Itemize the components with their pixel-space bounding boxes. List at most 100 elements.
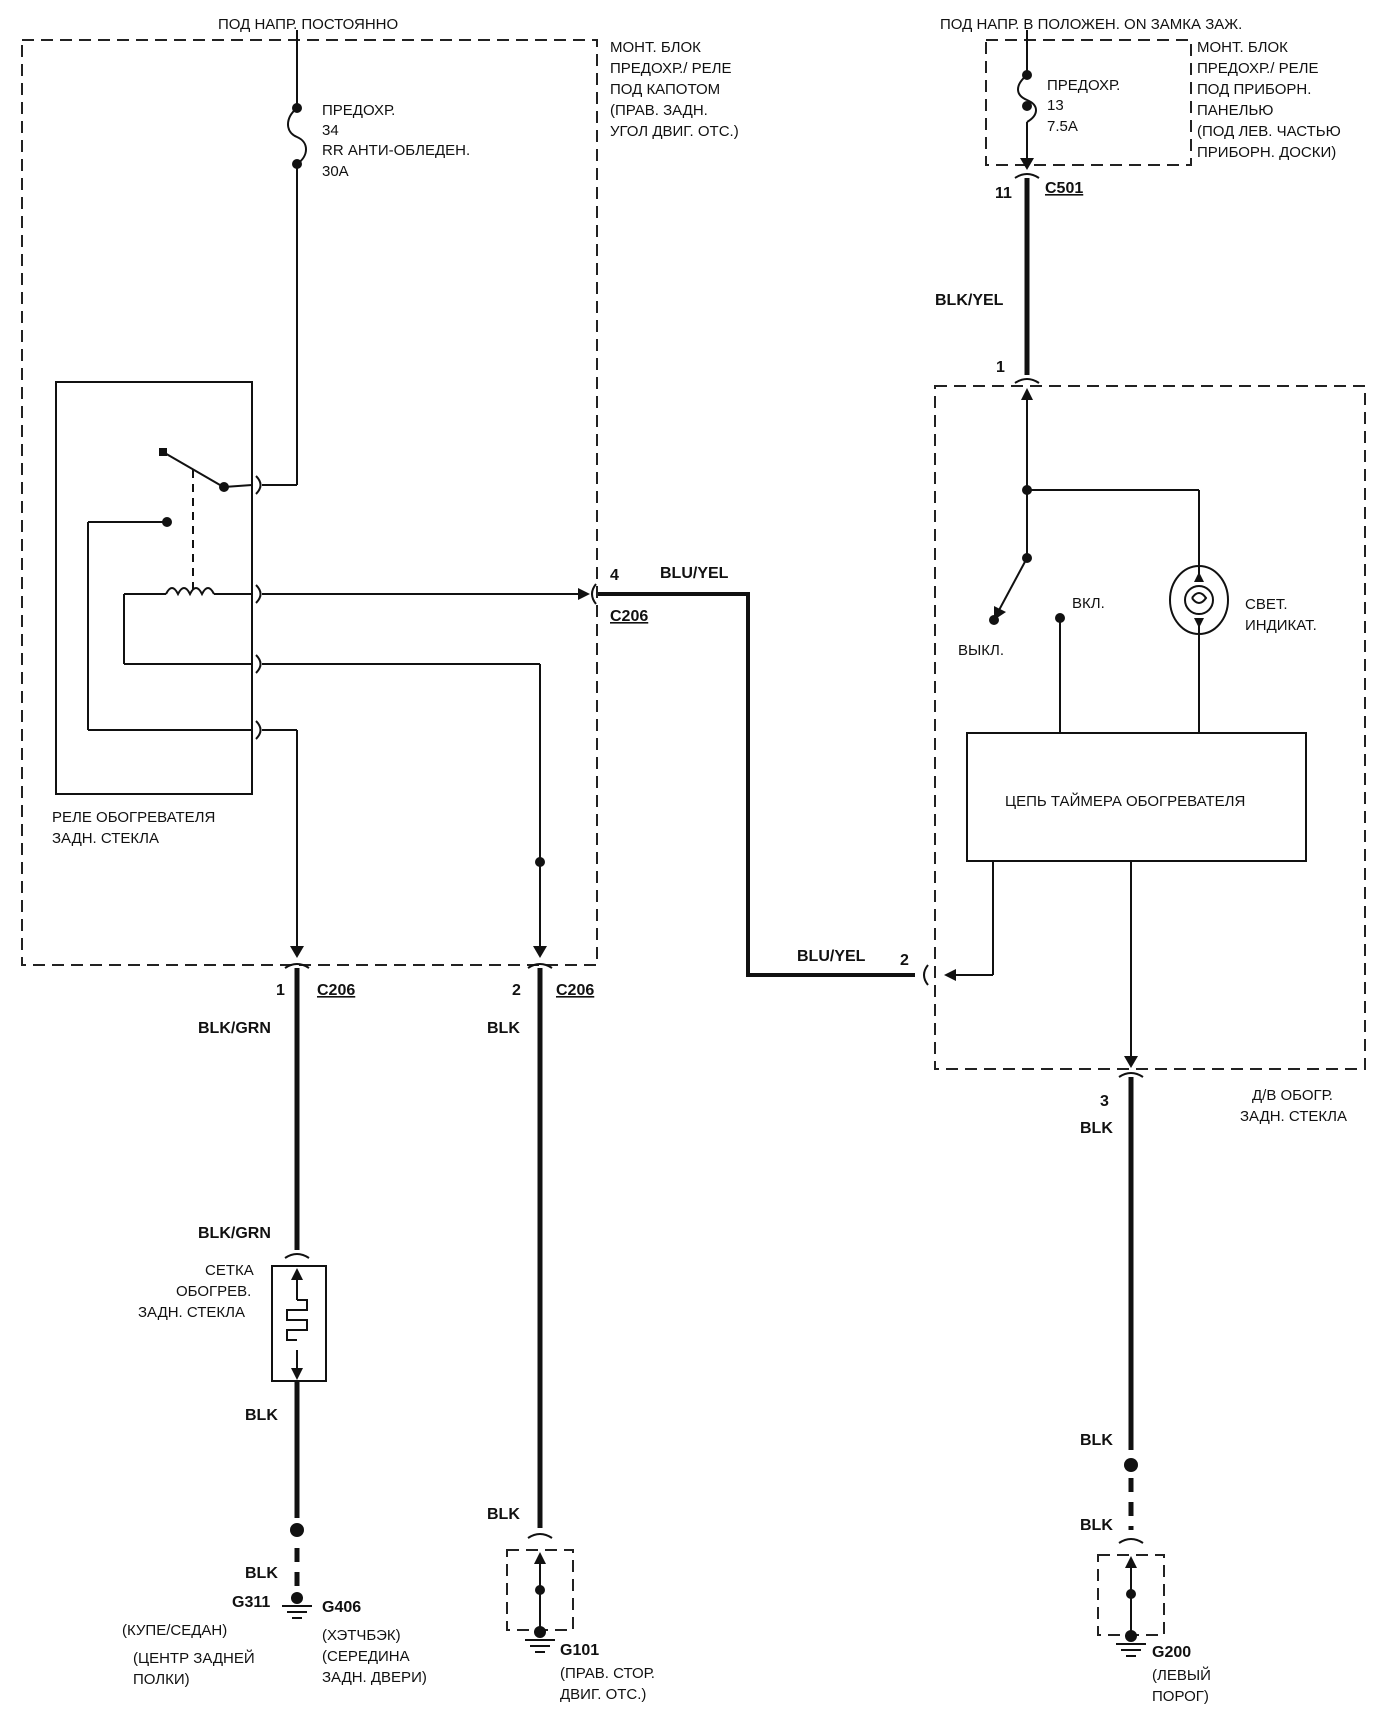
blk-yel-wire-label: BLK/YEL — [935, 292, 1004, 309]
svg-text:ПОД КАПОТОМ: ПОД КАПОТОМ — [610, 81, 720, 98]
grid-label: СЕТКА ОБОГРЕВ. ЗАДН. СТЕКЛА — [138, 1262, 254, 1321]
ground-g200-label: G200 — [1152, 1644, 1191, 1661]
ground-g406-label: G406 — [322, 1599, 361, 1616]
ground-g406-description: (ХЭТЧБЭК) (СЕРЕДИНА ЗАДН. ДВЕРИ) — [322, 1627, 427, 1686]
relay-label: РЕЛЕ ОБОГРЕВАТЕЛЯ ЗАДН. СТЕКЛА — [52, 809, 215, 847]
fuse-34-label: ПРЕДОХР. 34 RR АНТИ-ОБЛЕДЕН. 30A — [322, 102, 470, 180]
underhood-box-label: МОНТ. БЛОК ПРЕДОХР./ РЕЛЕ ПОД КАПОТОМ (П… — [610, 39, 739, 140]
svg-text:30A: 30A — [322, 163, 349, 180]
svg-text:ПРЕДОХР.: ПРЕДОХР. — [322, 102, 395, 119]
blk-wire-label-6: BLK — [1080, 1432, 1113, 1449]
svg-text:ПРЕДОХР./ РЕЛЕ: ПРЕДОХР./ РЕЛЕ — [1197, 60, 1318, 77]
svg-text:ПОД ПРИБОРН.: ПОД ПРИБОРН. — [1197, 81, 1311, 98]
grid-element — [286, 1268, 308, 1380]
defogger-switch-blade[interactable] — [994, 557, 1028, 620]
svg-text:МОНТ. БЛОК: МОНТ. БЛОК — [1197, 39, 1288, 56]
ground-g311-description: (КУПЕ/СЕДАН) (ЦЕНТР ЗАДНЕЙ ПОЛКИ) — [122, 1622, 255, 1688]
svg-text:ПАНЕЛЬЮ: ПАНЕЛЬЮ — [1197, 102, 1273, 119]
underhood-fuse-relay-box — [21, 39, 598, 966]
blk-wire-label-5: BLK — [1080, 1120, 1113, 1137]
svg-text:ПРЕДОХР.: ПРЕДОХР. — [1047, 77, 1120, 94]
svg-text:(ЛЕВЫЙ: (ЛЕВЫЙ — [1152, 1666, 1211, 1684]
off-contact — [989, 615, 999, 625]
svg-text:РЕЛЕ ОБОГРЕВАТЕЛЯ: РЕЛЕ ОБОГРЕВАТЕЛЯ — [52, 809, 215, 826]
on-label: ВКЛ. — [1072, 595, 1105, 612]
constant-power-label: ПОД НАПР. ПОСТОЯННО — [218, 16, 398, 33]
c206-connector-label-1: C206 — [317, 982, 355, 999]
svg-text:МОНТ. БЛОК: МОНТ. БЛОК — [610, 39, 701, 56]
svg-text:(ПРАВ. СТОР.: (ПРАВ. СТОР. — [560, 1665, 655, 1682]
svg-text:ПОРОГ): ПОРОГ) — [1152, 1688, 1209, 1705]
c501-connector-label: C501 — [1045, 180, 1083, 197]
switch-pin-1: 1 — [996, 359, 1005, 376]
relay-terminals — [255, 475, 262, 740]
switch-pin-3: 3 — [1100, 1093, 1109, 1110]
ground-g200-description: (ЛЕВЫЙ ПОРОГ) — [1152, 1666, 1211, 1705]
svg-text:ЗАДН. ДВЕРИ): ЗАДН. ДВЕРИ) — [322, 1669, 427, 1686]
ignition-power-label: ПОД НАПР. В ПОЛОЖЕН. ON ЗАМКА ЗАЖ. — [940, 16, 1242, 33]
svg-text:RR АНТИ-ОБЛЕДЕН.: RR АНТИ-ОБЛЕДЕН. — [322, 142, 470, 159]
ground-g101-description: (ПРАВ. СТОР. ДВИГ. ОТС.) — [560, 1665, 655, 1703]
svg-text:ОБОГРЕВ.: ОБОГРЕВ. — [176, 1283, 251, 1300]
indicator-lamp-label: СВЕТ. ИНДИКАТ. — [1245, 596, 1317, 634]
blk-wire-label-2: BLK — [245, 1565, 278, 1582]
ground-g101-symbol — [525, 1552, 555, 1653]
relay-coil — [123, 587, 252, 665]
rear-defogger-relay — [55, 381, 253, 795]
svg-text:(КУПЕ/СЕДАН): (КУПЕ/СЕДАН) — [122, 1622, 227, 1639]
defogger-timer-circuit — [966, 732, 1307, 862]
off-label: ВЫКЛ. — [958, 642, 1004, 659]
rear-defogger-switch — [934, 385, 1366, 1070]
switch-pin-2: 2 — [900, 952, 909, 969]
switch-label: Д/В ОБОГР. ЗАДН. СТЕКЛА — [1240, 1087, 1347, 1125]
c206-connector-label-2: C206 — [556, 982, 594, 999]
indicator-lamp-icon — [1169, 565, 1229, 635]
svg-text:ДВИГ. ОТС.): ДВИГ. ОТС.) — [560, 1686, 646, 1703]
blk-wire-label-3: BLK — [487, 1020, 520, 1037]
svg-text:ПОЛКИ): ПОЛКИ) — [133, 1671, 190, 1688]
c206-pin-4: 4 — [610, 567, 619, 584]
c501-pin-11: 11 — [995, 185, 1012, 202]
c206-connector-label-4: C206 — [610, 608, 648, 625]
svg-text:ИНДИКАТ.: ИНДИКАТ. — [1245, 617, 1317, 634]
ground-g200-symbol — [1116, 1556, 1146, 1657]
svg-text:ЗАДН. СТЕКЛА: ЗАДН. СТЕКЛА — [138, 1304, 245, 1321]
svg-text:ПРЕДОХР./ РЕЛЕ: ПРЕДОХР./ РЕЛЕ — [610, 60, 731, 77]
svg-text:13: 13 — [1047, 97, 1064, 114]
blu-yel-wire-label-1: BLU/YEL — [660, 565, 729, 582]
svg-text:(СЕРЕДИНА: (СЕРЕДИНА — [322, 1648, 410, 1665]
svg-text:(ХЭТЧБЭК): (ХЭТЧБЭК) — [322, 1627, 401, 1644]
svg-text:7.5A: 7.5A — [1047, 118, 1078, 135]
svg-text:34: 34 — [322, 122, 339, 139]
ground-g311-label: G311 — [232, 1594, 270, 1611]
relay-switch-contact — [87, 448, 253, 731]
blk-grn-wire-label-2: BLK/GRN — [198, 1225, 271, 1242]
blu-yel-wire-label-2: BLU/YEL — [797, 948, 866, 965]
dash-box-label: МОНТ. БЛОК ПРЕДОХР./ РЕЛЕ ПОД ПРИБОРН. П… — [1197, 39, 1341, 161]
rear-window-defogger-grid — [271, 1265, 327, 1382]
svg-text:Д/В ОБОГР.: Д/В ОБОГР. — [1252, 1087, 1333, 1104]
blk-wire-label-4: BLK — [487, 1506, 520, 1523]
svg-text:СЕТКА: СЕТКА — [205, 1262, 254, 1279]
blk-wire-label-7: BLK — [1080, 1517, 1113, 1534]
blk-wire-label-1: BLK — [245, 1407, 278, 1424]
svg-text:(ПРАВ. ЗАДН.: (ПРАВ. ЗАДН. — [610, 102, 708, 119]
svg-text:ЗАДН. СТЕКЛА: ЗАДН. СТЕКЛА — [52, 830, 159, 847]
ground-g101-label: G101 — [560, 1642, 599, 1659]
svg-text:УГОЛ ДВИГ. ОТС.): УГОЛ ДВИГ. ОТС.) — [610, 123, 739, 140]
ground-g311-symbol — [282, 1592, 312, 1619]
c206-pin-1: 1 — [276, 982, 285, 999]
svg-text:ПРИБОРН. ДОСКИ): ПРИБОРН. ДОСКИ) — [1197, 144, 1336, 161]
timer-label: ЦЕПЬ ТАЙМЕРА ОБОГРЕВАТЕЛЯ — [1005, 792, 1245, 810]
fuse-13-label: ПРЕДОХР. 13 7.5A — [1047, 77, 1120, 135]
svg-text:(ЦЕНТР ЗАДНЕЙ: (ЦЕНТР ЗАДНЕЙ — [133, 1649, 255, 1667]
fuse-13 — [1017, 70, 1037, 123]
blk-grn-wire-label-1: BLK/GRN — [198, 1020, 271, 1037]
svg-text:(ПОД ЛЕВ. ЧАСТЬЮ: (ПОД ЛЕВ. ЧАСТЬЮ — [1197, 123, 1341, 140]
dash-fuse-relay-box — [985, 39, 1192, 166]
svg-text:СВЕТ.: СВЕТ. — [1245, 596, 1288, 613]
c206-pin-2: 2 — [512, 982, 521, 999]
fuse-34 — [287, 103, 307, 169]
svg-text:ЗАДН. СТЕКЛА: ЗАДН. СТЕКЛА — [1240, 1108, 1347, 1125]
